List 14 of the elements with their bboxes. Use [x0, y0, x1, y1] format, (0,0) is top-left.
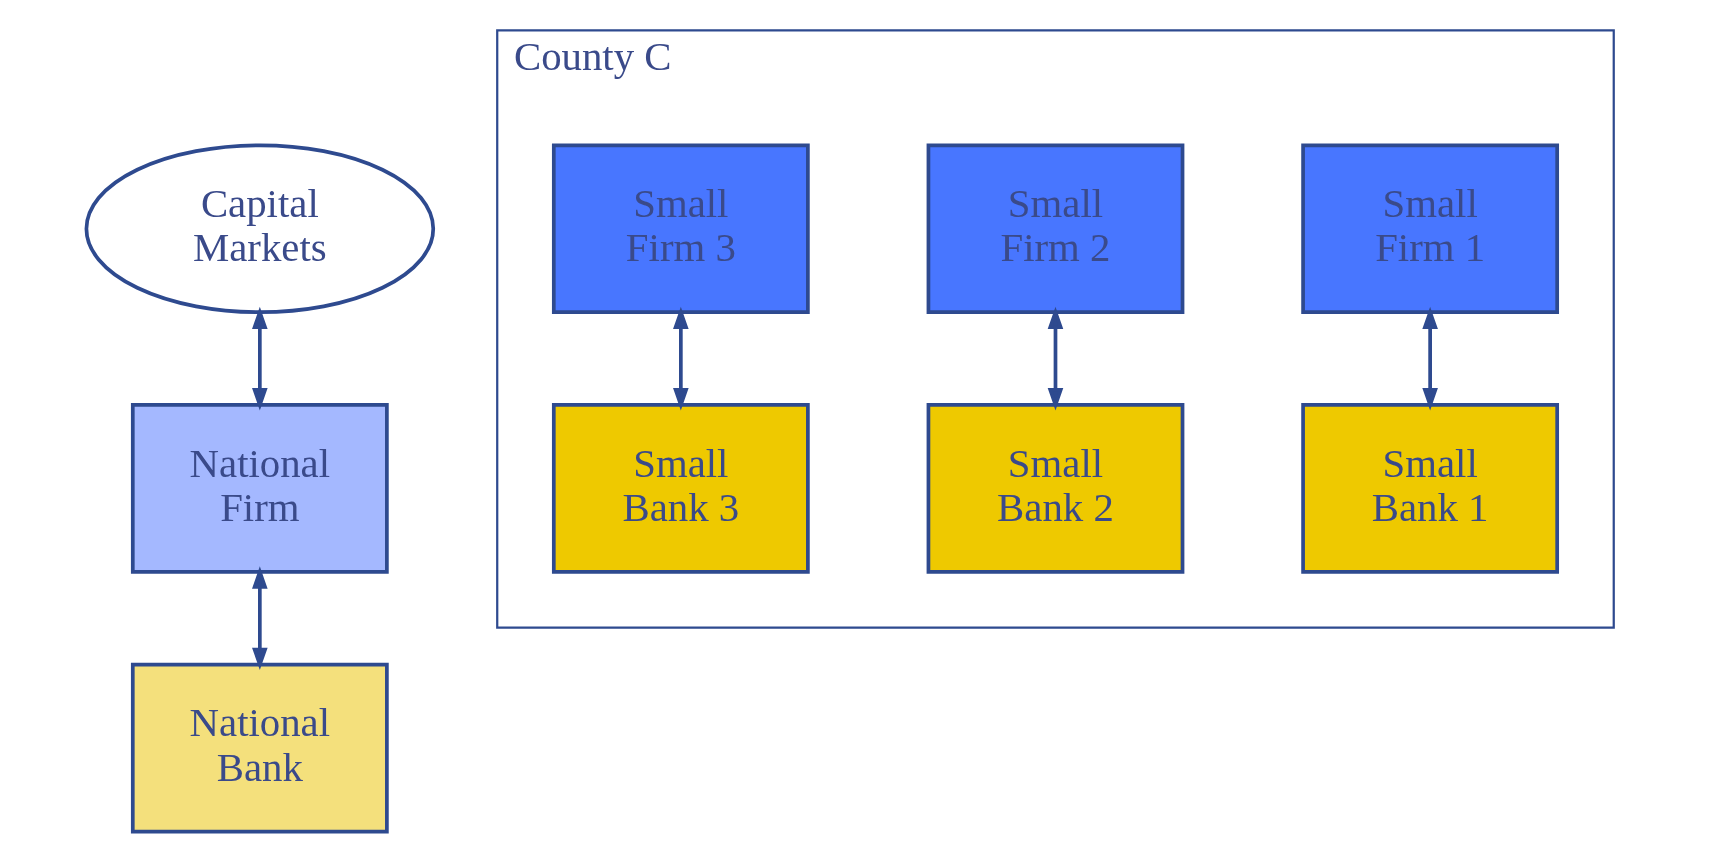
- node-ellipse: Capital Markets: [84, 143, 435, 315]
- node-box: Small Firm 2: [926, 143, 1184, 315]
- node-box: Small Bank 1: [1300, 403, 1559, 574]
- node-box: Small Firm 3: [551, 143, 810, 315]
- node-box: Small Bank 3: [551, 403, 810, 574]
- node-box: Small Bank 2: [926, 403, 1184, 574]
- node-box: National Firm: [130, 403, 389, 574]
- arrow: [251, 306, 268, 411]
- node-box: Small Firm 1: [1300, 143, 1559, 315]
- arrow: [1421, 306, 1438, 411]
- arrow: [672, 306, 689, 411]
- node-box: National Bank: [130, 662, 389, 834]
- arrow: [251, 566, 268, 671]
- arrow: [1047, 306, 1063, 411]
